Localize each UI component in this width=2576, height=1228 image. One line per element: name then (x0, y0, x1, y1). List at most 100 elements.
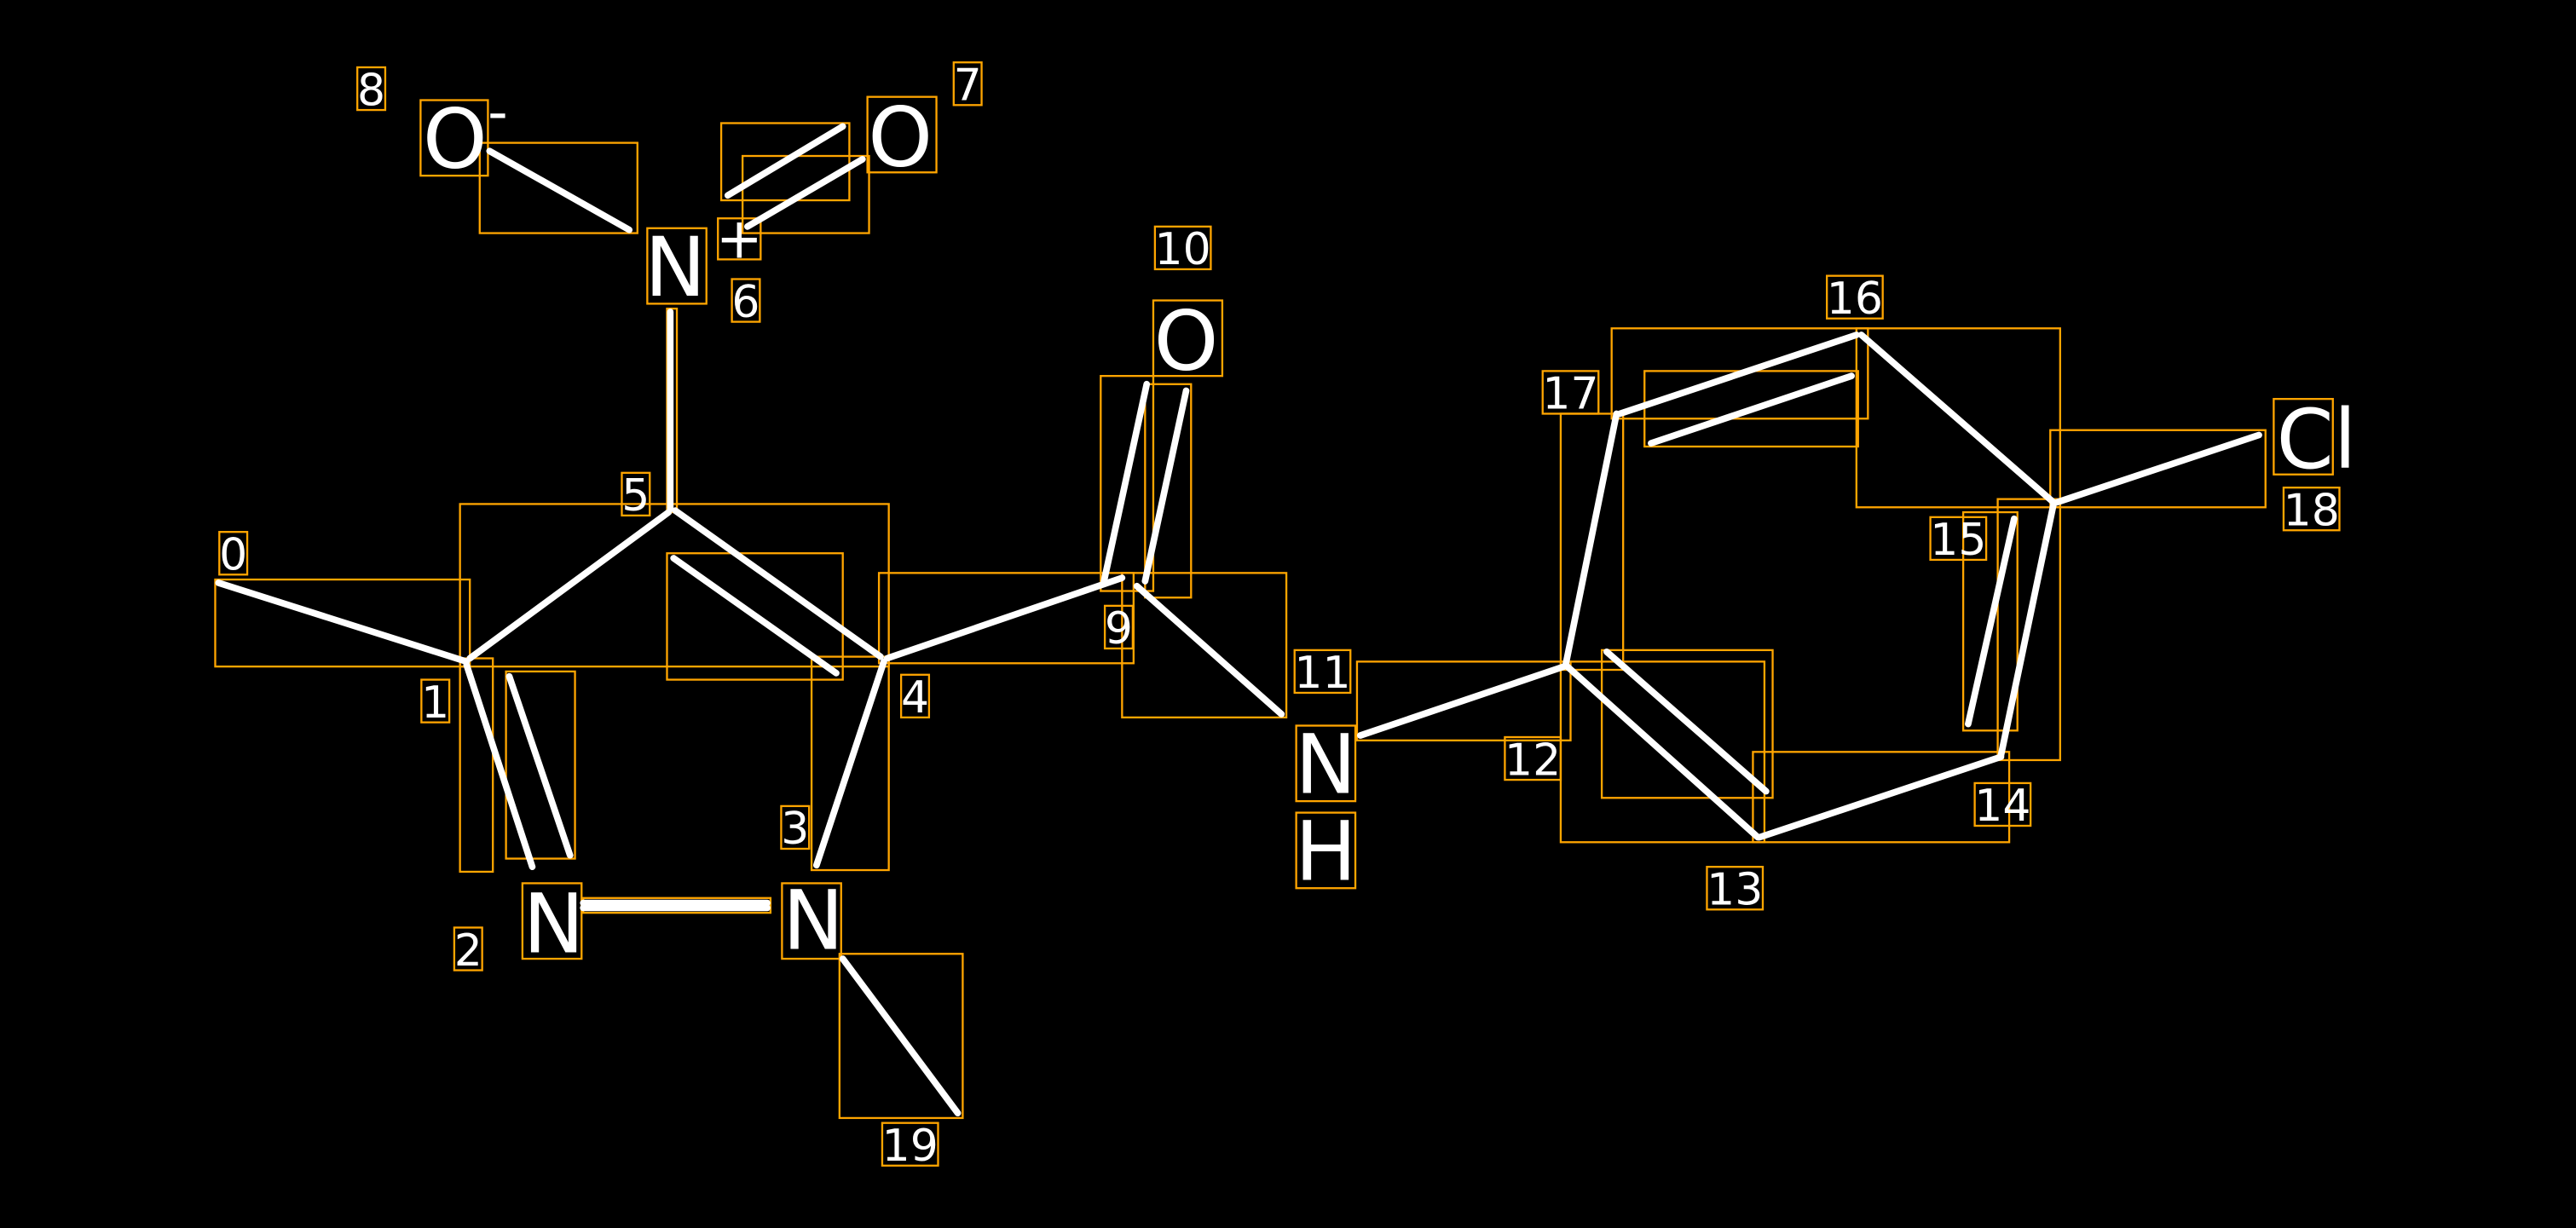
bounding-box (1752, 751, 2011, 844)
bounding-box (866, 95, 938, 174)
bond-4-3 (813, 658, 887, 869)
bond-1-5 (466, 509, 673, 662)
index-box (1103, 604, 1135, 650)
bounding-box (1996, 498, 2061, 762)
index-box (453, 926, 483, 971)
atom-8-label: O (423, 92, 488, 187)
bond-line (1616, 332, 1860, 418)
bounding-box (505, 670, 576, 860)
atom-3-label: N (783, 873, 844, 969)
index-box (1153, 225, 1212, 271)
bond-line (670, 555, 840, 677)
bond-12-13 (1563, 648, 1770, 841)
atom-index-10: 10 (1155, 224, 1211, 275)
index-box (356, 66, 387, 112)
bounding-box (717, 217, 762, 261)
bonds (215, 123, 2262, 1116)
bond-3-19 (839, 955, 962, 1116)
index-box (1825, 274, 1884, 320)
atom-index-16: 16 (1827, 274, 1883, 325)
bounding-box (1600, 649, 1774, 799)
bond-5-4 (670, 507, 884, 677)
bounding-box (2273, 397, 2334, 476)
atom-index-19: 19 (882, 1121, 939, 1172)
bond-9-10 (1100, 380, 1190, 585)
bond-line (1648, 372, 1855, 447)
bond-line (1997, 500, 2057, 759)
atom-6-charge: + (716, 206, 763, 271)
bounding-box (1610, 327, 1869, 420)
bounding-box (1152, 299, 1224, 378)
bond-9-11 (1133, 582, 1285, 718)
index-box (1929, 516, 1988, 562)
bounding-box (1100, 375, 1155, 592)
bond-0-1 (215, 579, 471, 666)
atom-18-label: Cl (2276, 392, 2356, 487)
bounding-box (719, 122, 851, 202)
bond-line (463, 661, 536, 871)
index-box (420, 678, 451, 724)
atom-2-label: N (523, 876, 584, 971)
bond-line (1141, 387, 1190, 585)
index-box (731, 278, 761, 323)
bond-line (486, 147, 633, 233)
bond-line (466, 509, 673, 662)
bond-17-12 (1562, 410, 1620, 669)
atom-index-5: 5 (621, 470, 650, 522)
bounding-box (521, 882, 583, 960)
index-box (1706, 866, 1765, 911)
atom-11-hydrogen: H (1295, 804, 1356, 900)
bond-11-12 (1356, 663, 1568, 739)
bond-line (1133, 582, 1285, 718)
index-box (899, 673, 931, 719)
bond-line (1857, 332, 2057, 506)
index-box (1541, 370, 1600, 415)
bounding-box (838, 953, 964, 1120)
bounding-box (459, 503, 890, 668)
bond-6-8 (486, 147, 633, 233)
atom-7-label: O (868, 90, 933, 186)
atom-index-14: 14 (1974, 781, 2030, 832)
atom-index-17: 17 (1542, 369, 1598, 420)
atom-index-18: 18 (2284, 485, 2340, 536)
bond-2-3 (580, 899, 771, 912)
bond-6-7 (724, 123, 866, 230)
bounding-box (810, 655, 890, 872)
bond-line (505, 672, 574, 859)
bounding-box (1355, 660, 1572, 741)
atom-index-3: 3 (781, 804, 809, 855)
bounding-box (214, 578, 471, 668)
bond-line (883, 574, 1126, 662)
bond-line (1756, 753, 2005, 841)
bond-14-15 (1965, 500, 2057, 759)
bond-line (744, 156, 866, 230)
bounding-box (1121, 572, 1288, 719)
index-box (881, 1121, 939, 1167)
index-box (621, 471, 651, 517)
atom-10-label: O (1154, 293, 1219, 389)
index-box (1504, 735, 1562, 781)
bounding-box (666, 552, 844, 681)
atom-index-1: 1 (421, 677, 449, 729)
bounding-box (781, 882, 842, 960)
bond-15-16 (1857, 332, 2057, 506)
atom-6-label: N (644, 220, 706, 315)
bond-line (672, 507, 884, 660)
atom-index-4: 4 (901, 672, 929, 724)
atom-index-7: 7 (954, 61, 982, 112)
atom-index-9: 9 (1105, 603, 1133, 654)
atom-index-13: 13 (1707, 864, 1763, 915)
bond-line (1100, 380, 1151, 585)
index-box (218, 531, 249, 576)
atom-index-15: 15 (1930, 515, 1986, 566)
atom-index-12: 12 (1505, 735, 1561, 786)
bounding-box (459, 657, 494, 873)
index-box (2282, 487, 2341, 532)
bond-line (1563, 663, 1762, 841)
index-box (780, 804, 811, 850)
bounding-box (1144, 383, 1193, 599)
